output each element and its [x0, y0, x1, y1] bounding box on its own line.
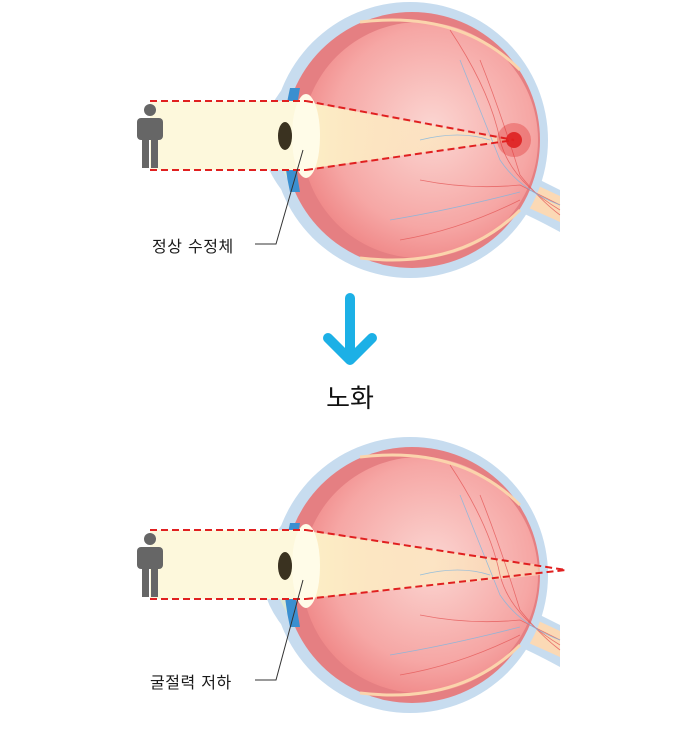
aged-lens	[292, 524, 320, 608]
aging-label: 노화	[326, 384, 374, 414]
down-arrow-icon	[318, 290, 382, 370]
focus-lines	[150, 100, 515, 171]
person-icon	[137, 533, 163, 597]
aged-eye-panel: 굴절력 저하	[0, 425, 700, 725]
focus-lines	[150, 529, 567, 600]
normal-lens	[292, 94, 320, 178]
lens-leader-line	[255, 149, 304, 245]
normal-lens-label: 정상 수정체	[152, 237, 234, 256]
pupil	[278, 122, 292, 150]
aged-lens-label: 굴절력 저하	[150, 673, 232, 692]
person-icon	[137, 104, 163, 168]
aged-eye-illustration	[137, 437, 567, 713]
lens-leader-line	[255, 579, 304, 681]
normal-eye-illustration	[137, 2, 561, 278]
normal-eye-panel: 정상 수정체	[0, 0, 700, 280]
